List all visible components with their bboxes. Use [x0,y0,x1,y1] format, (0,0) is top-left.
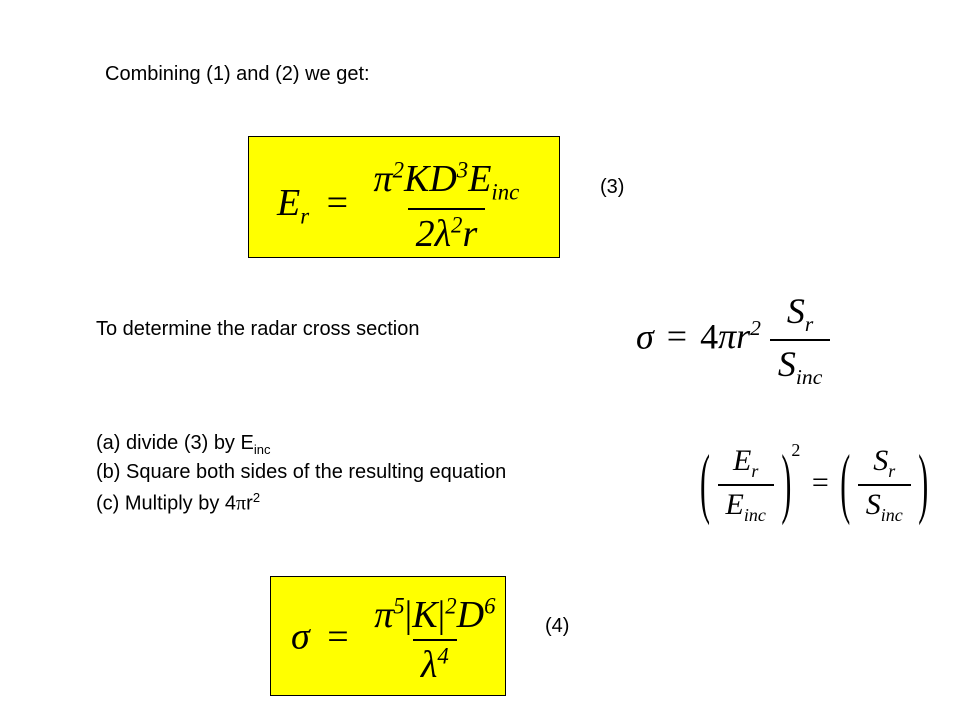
equation-4-box: σ = π5|K|2D6 λ4 [270,576,506,696]
step-c: (c) Multiply by 4πr2 [96,490,260,516]
step-b: (b) Square both sides of the resulting e… [96,461,507,483]
step-a-subscript: inc [253,442,271,457]
step-c-text: (c) Multiply by 4 [96,492,237,515]
step-a: (a) divide (3) by Einc [96,432,270,457]
step-c-pi: π [236,492,247,515]
equation-4: σ = π5|K|2D6 λ4 [291,593,496,686]
rcs-intro-text: To determine the radar cross section [96,318,420,340]
equation-3: Er = π2KD3Einc 2λ2r [277,157,520,255]
equation-4-label: (4) [545,615,570,637]
equation-3-box: Er = π2KD3Einc 2λ2r [248,136,560,258]
rcs-definition-equation: σ = 4πr2 Sr Sinc [636,290,831,390]
step-a-text: (a) divide (3) by E [96,432,254,454]
step-c-r: r [246,492,253,515]
intro-text: Combining (1) and (2) we get: [105,63,370,85]
ratio-equation: ( Er Einc )2 = ( Sr Sinc ) [700,440,929,527]
equation-3-label: (3) [600,176,625,198]
step-c-superscript: 2 [252,490,261,505]
